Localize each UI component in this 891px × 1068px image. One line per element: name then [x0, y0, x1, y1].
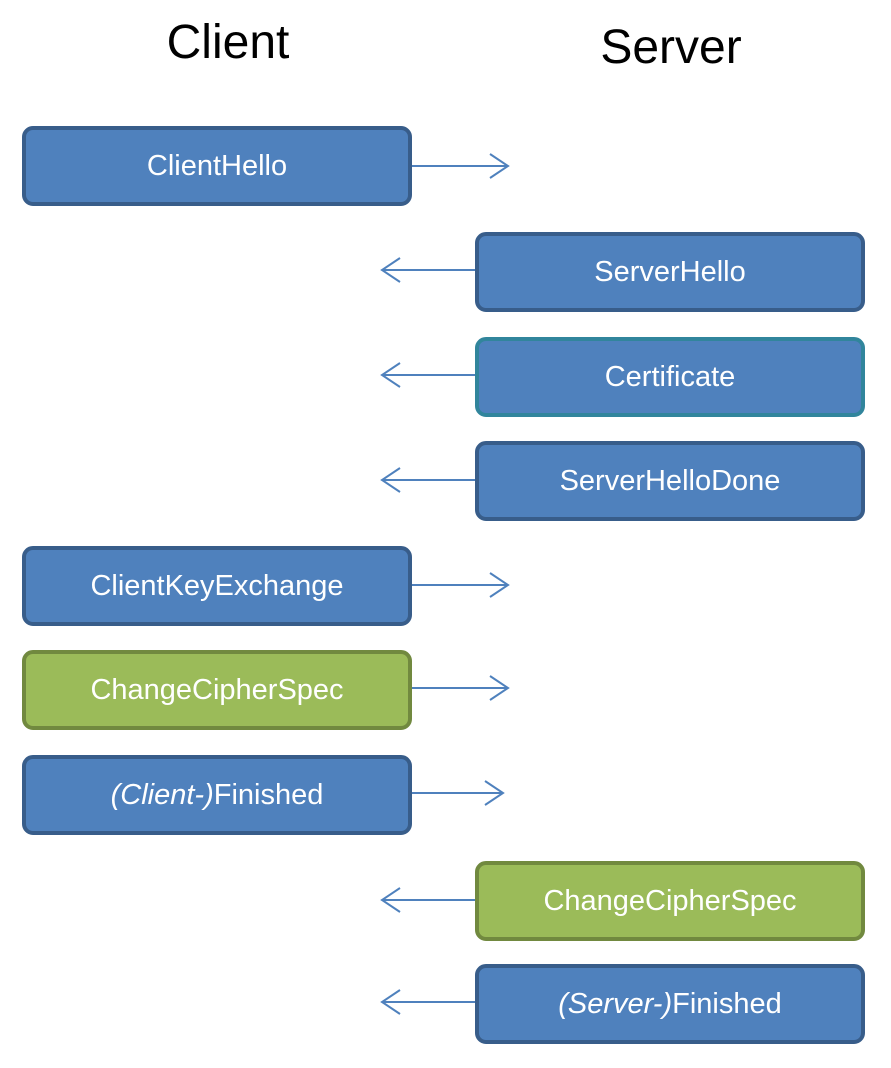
arrow-client-hello	[412, 153, 510, 179]
client-hello-message: ClientHello	[22, 126, 412, 206]
arrow-client-change-cipher-spec	[412, 675, 510, 701]
message-label: ServerHello	[594, 255, 746, 288]
client-column-title: Client	[166, 16, 290, 69]
message-label: Finished	[672, 987, 782, 1020]
certificate-message: Certificate	[475, 337, 865, 417]
message-label-prefix: (Client-)	[110, 778, 214, 811]
client-key-exchange-message: ClientKeyExchange	[22, 546, 412, 626]
arrow-server-hello-done	[380, 467, 476, 493]
client-change-cipher-spec-message: ChangeCipherSpec	[22, 650, 412, 730]
server-hello-done-message: ServerHelloDone	[475, 441, 865, 521]
server-change-cipher-spec-message: ChangeCipherSpec	[475, 861, 865, 941]
message-label: ChangeCipherSpec	[90, 673, 344, 706]
arrow-server-change-cipher-spec	[380, 887, 476, 913]
server-column-title: Server	[600, 21, 742, 74]
message-label-prefix: (Server-)	[558, 987, 673, 1020]
client-finished-message: (Client-)Finished	[22, 755, 412, 835]
arrow-client-finished	[412, 780, 505, 806]
message-label: ChangeCipherSpec	[543, 884, 797, 917]
arrow-server-finished	[380, 989, 476, 1015]
arrow-server-hello	[380, 257, 476, 283]
arrow-client-key-exchange	[412, 572, 510, 598]
message-label: ServerHelloDone	[559, 464, 781, 497]
server-hello-message: ServerHello	[475, 232, 865, 312]
message-label: Certificate	[604, 360, 736, 393]
message-label: ClientHello	[146, 149, 288, 182]
message-label: ClientKeyExchange	[90, 569, 344, 602]
server-finished-message: (Server-)Finished	[475, 964, 865, 1044]
message-label: Finished	[213, 778, 324, 811]
arrow-certificate	[380, 362, 476, 388]
